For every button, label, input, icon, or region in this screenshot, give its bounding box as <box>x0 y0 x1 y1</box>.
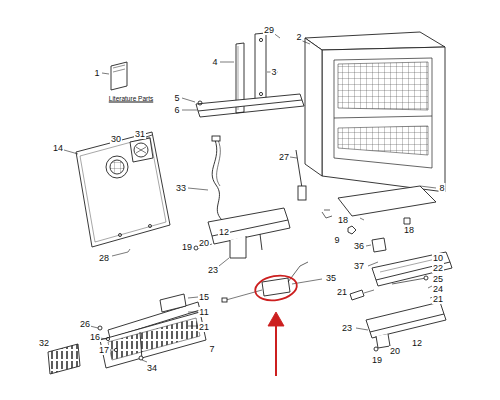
callout-number: 23 <box>341 323 353 333</box>
callout-number: 10 <box>432 253 444 263</box>
callout-number: 7 <box>208 344 215 354</box>
callout-number: 12 <box>411 338 423 348</box>
callout-number: 28 <box>98 253 110 263</box>
control-module <box>222 262 322 302</box>
callout-number: 19 <box>371 355 383 365</box>
cabinet <box>272 32 445 192</box>
literature-book <box>102 62 127 90</box>
callout-number: 24 <box>432 284 444 294</box>
callout-number: 15 <box>198 292 210 302</box>
section-label: Literature Parts <box>108 95 154 102</box>
callout-number: 27 <box>278 152 290 162</box>
callout-number: 19 <box>181 242 193 252</box>
callout-number: 34 <box>146 363 158 373</box>
callout-number: 33 <box>175 183 187 193</box>
callout-number: 22 <box>432 263 444 273</box>
callout-number: 4 <box>211 57 218 67</box>
right-rail <box>350 252 452 300</box>
callout-number: 5 <box>173 93 180 103</box>
callout-number: 29 <box>263 25 275 35</box>
callout-number: 18 <box>337 215 349 225</box>
callout-number: 21 <box>336 287 348 297</box>
floor-plate <box>322 186 436 234</box>
callout-number: 6 <box>173 105 180 115</box>
callout-number: 21 <box>432 294 444 304</box>
hinge-rail <box>194 208 290 266</box>
callout-number: 8 <box>438 183 445 193</box>
wire-harness <box>188 136 236 226</box>
callout-number: 1 <box>93 68 100 78</box>
thermistor <box>290 150 306 200</box>
callout-number: 3 <box>270 67 277 77</box>
back-panel <box>64 132 170 256</box>
callout-number: 30 <box>110 134 122 144</box>
callout-number: 36 <box>353 241 365 251</box>
callout-number: 21 <box>198 322 210 332</box>
highlight-marker <box>253 273 299 376</box>
callout-number: 17 <box>98 345 110 355</box>
lower-hinge-rail <box>356 302 446 351</box>
callout-number: 23 <box>207 265 219 275</box>
callout-number: 35 <box>325 273 337 283</box>
callout-number: 11 <box>198 307 209 317</box>
toe-grille-assembly <box>48 294 206 374</box>
callout-number: 31 <box>134 129 146 139</box>
switch-block <box>366 238 386 266</box>
callout-number: 16 <box>89 332 101 342</box>
callout-number: 20 <box>198 238 210 248</box>
callout-number: 26 <box>79 319 91 329</box>
top-rail <box>182 94 304 117</box>
fan <box>130 135 153 162</box>
callout-number: 12 <box>218 227 230 237</box>
callout-number: 37 <box>353 261 365 271</box>
callout-number: 20 <box>389 346 401 356</box>
callout-number: 9 <box>333 235 340 245</box>
callout-number: 25 <box>432 274 444 284</box>
callout-number: 2 <box>295 32 302 42</box>
callout-number: 18 <box>403 225 415 235</box>
callout-number: 32 <box>38 338 50 348</box>
callout-number: 14 <box>52 143 64 153</box>
